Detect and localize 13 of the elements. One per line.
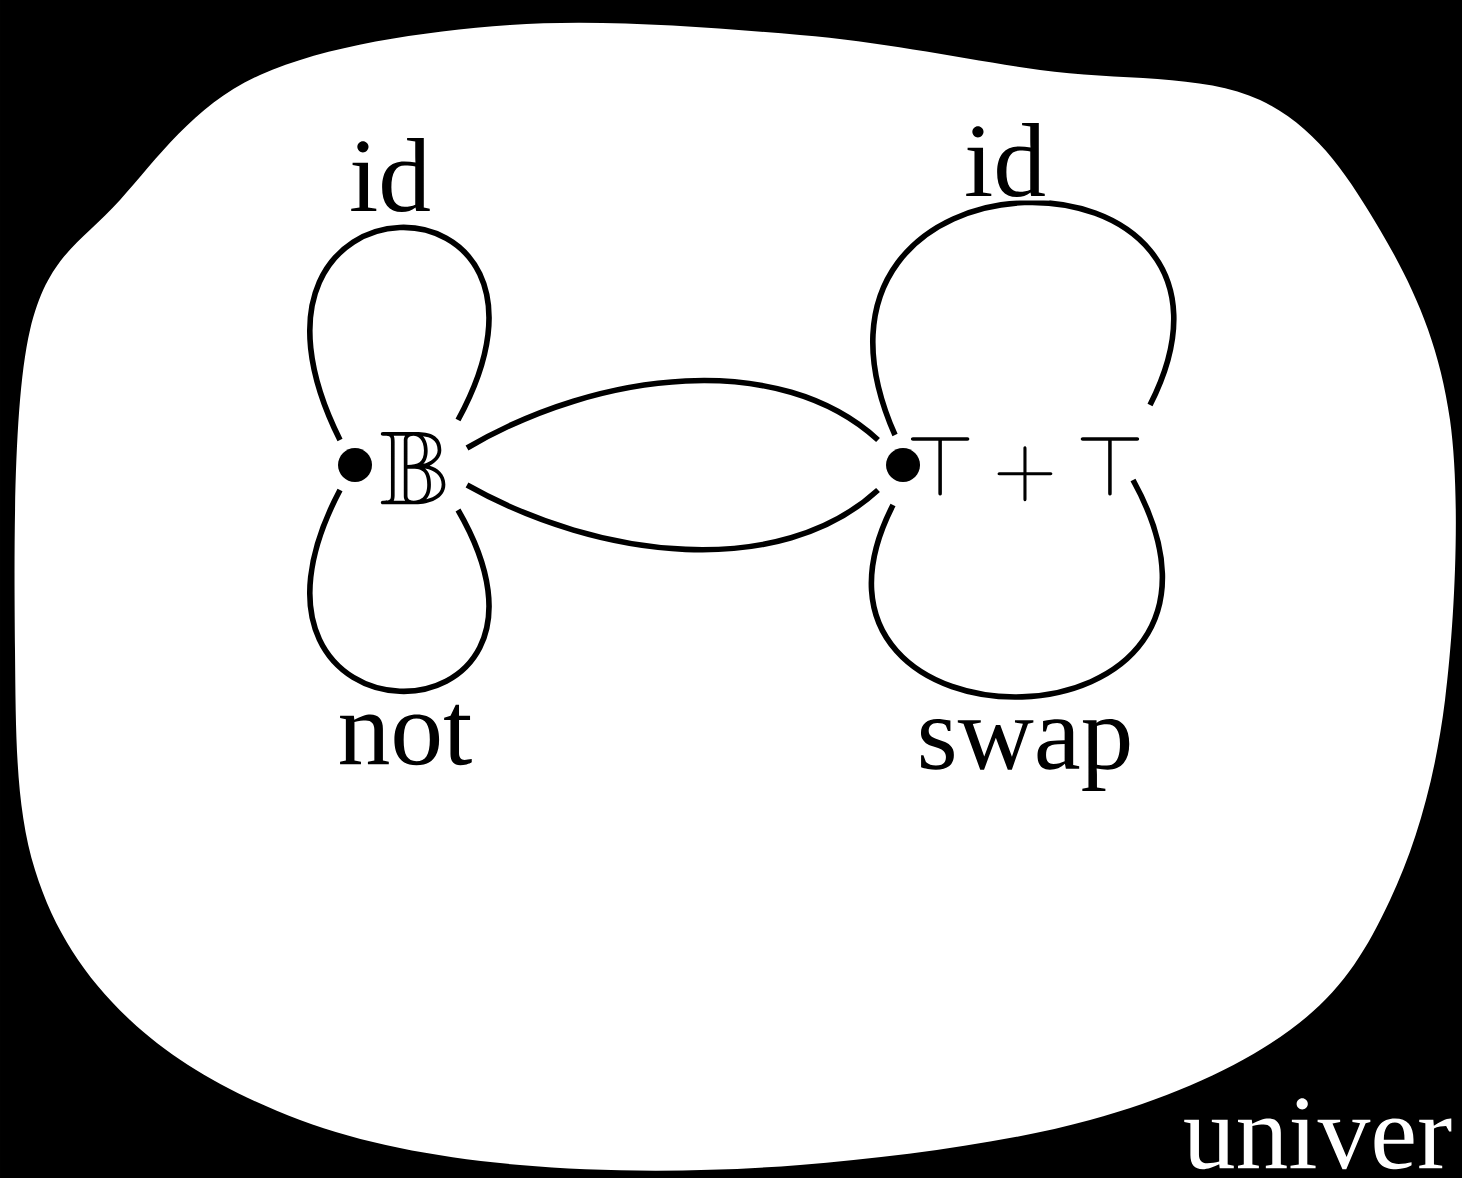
node-label: $\mathbb{B}$	[380, 432, 446, 505]
connector	[870, 478, 1164, 700]
connector	[871, 199, 1175, 436]
connector	[465, 482, 880, 553]
point-node: $\mathbb{B}$	[338, 432, 446, 505]
edge-label: id	[966, 122, 1045, 198]
caption-label: univer	[1184, 1098, 1452, 1170]
connector	[307, 224, 492, 441]
edge-label: not	[340, 704, 472, 766]
connector	[465, 378, 880, 451]
edge-label: swap	[920, 718, 1130, 792]
edge-label: id	[351, 137, 430, 213]
connector	[307, 488, 492, 695]
